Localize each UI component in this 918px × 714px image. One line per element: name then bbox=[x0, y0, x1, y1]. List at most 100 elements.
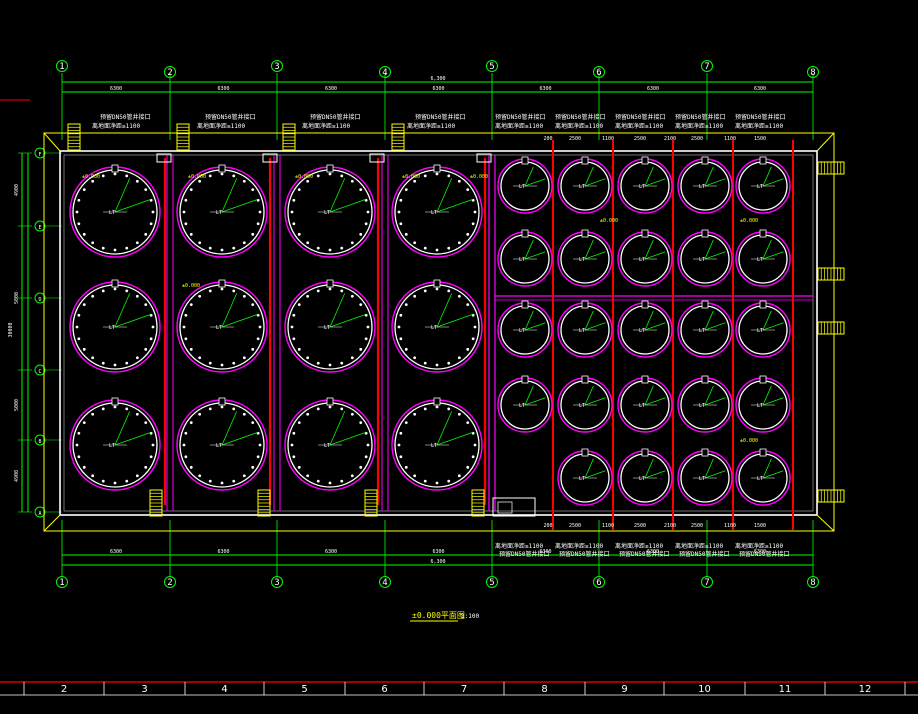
tank-ray bbox=[584, 458, 594, 479]
axis-label-bottom: 2 bbox=[167, 578, 172, 588]
tank-anchor-point bbox=[77, 222, 81, 226]
tank-anchor-point bbox=[198, 241, 202, 245]
tank-ray bbox=[584, 397, 606, 406]
tank-ray bbox=[436, 199, 473, 213]
tank-anchor-point bbox=[328, 481, 332, 485]
axis-bubble-top bbox=[807, 66, 819, 78]
tank-notch bbox=[701, 229, 709, 238]
tank-anchor-point bbox=[328, 172, 332, 176]
tank-anchor-point bbox=[135, 241, 139, 245]
tank-anchor-point bbox=[251, 303, 255, 307]
pipe-note: 离地面净距≥1100 bbox=[555, 122, 603, 130]
tank-anchor-point bbox=[297, 347, 301, 351]
pipe-note: 预留DN50管井接口 bbox=[310, 113, 360, 121]
tank: LT bbox=[557, 375, 613, 433]
tank: LT bbox=[557, 156, 613, 214]
tank-notch bbox=[521, 300, 529, 309]
tank: LT bbox=[497, 375, 553, 433]
tank-anchor-point bbox=[359, 188, 363, 192]
tank: LT bbox=[677, 156, 733, 214]
tank-anchor-point bbox=[251, 421, 255, 425]
tank-anchor-point bbox=[306, 179, 310, 183]
tank-label: LT bbox=[639, 184, 645, 190]
tank-ray bbox=[584, 251, 606, 260]
tank-anchor-point bbox=[435, 405, 439, 409]
pipe-note: 离地面净距≥1100 bbox=[495, 542, 543, 550]
tank-anchor-point bbox=[340, 246, 344, 250]
dim-right-top: 1500 bbox=[754, 136, 766, 142]
dim-right-top: 200 bbox=[543, 136, 552, 142]
pipe-note: 离地面净距≥1100 bbox=[615, 542, 663, 550]
tank-anchor-point bbox=[77, 431, 81, 435]
tank: LT bbox=[176, 397, 268, 491]
tank-anchor-point bbox=[457, 412, 461, 416]
axis-label-top: 1 bbox=[59, 62, 64, 72]
tank-ray bbox=[221, 411, 238, 446]
pipe-note: 预留DN50管井接口 bbox=[555, 113, 605, 121]
tank-anchor-point bbox=[306, 412, 310, 416]
tank-label: LT bbox=[109, 210, 115, 216]
dim-left: 4900 bbox=[14, 470, 20, 482]
tank-anchor-point bbox=[77, 313, 81, 317]
pipe-note: 离地面净距≥1100 bbox=[675, 122, 723, 130]
axis-label-bottom: 1 bbox=[59, 578, 64, 588]
tank: LT bbox=[557, 448, 613, 506]
dim-bottom-seg: 6300 bbox=[647, 549, 659, 555]
tank-notch bbox=[641, 156, 649, 165]
tank-anchor-point bbox=[328, 248, 332, 252]
tank-anchor-point bbox=[182, 325, 186, 329]
tank-anchor-point bbox=[189, 347, 193, 351]
tank-anchor-point bbox=[182, 443, 186, 447]
tank-anchor-point bbox=[435, 248, 439, 252]
tank-anchor-point bbox=[423, 289, 427, 293]
axis-label-bottom: 4 bbox=[382, 578, 387, 588]
tank-anchor-point bbox=[135, 474, 139, 478]
tank-anchor-point bbox=[292, 222, 296, 226]
dim-top-seg: 6300 bbox=[647, 86, 659, 92]
tank-anchor-point bbox=[125, 289, 129, 293]
tank-anchor-point bbox=[91, 474, 95, 478]
tank-notch bbox=[111, 397, 119, 406]
tank-anchor-point bbox=[251, 465, 255, 469]
tank-ray bbox=[762, 470, 784, 479]
tank-anchor-point bbox=[82, 303, 86, 307]
tank-anchor-point bbox=[423, 407, 427, 411]
tank-ray bbox=[329, 314, 366, 328]
tank-anchor-point bbox=[447, 479, 451, 483]
sump-box bbox=[369, 153, 385, 163]
tank-label: LT bbox=[519, 403, 525, 409]
tank-notch bbox=[433, 279, 441, 288]
tank: LT bbox=[497, 229, 553, 287]
tank-anchor-point bbox=[125, 361, 129, 365]
tank-ray bbox=[644, 251, 666, 260]
dim-bottom-seg: 6300 bbox=[754, 549, 766, 555]
inner-wall-2 bbox=[63, 154, 814, 512]
tank-ray bbox=[644, 458, 654, 479]
tank-anchor-point bbox=[328, 287, 332, 291]
axis-label-left: A bbox=[38, 511, 41, 517]
tank-anchor-point bbox=[297, 232, 301, 236]
tank-notch bbox=[111, 164, 119, 173]
tank-anchor-point bbox=[466, 421, 470, 425]
tank-ray bbox=[584, 310, 594, 331]
tank-anchor-point bbox=[457, 356, 461, 360]
tank-notch bbox=[641, 448, 649, 457]
tank: LT bbox=[69, 164, 161, 258]
ruler-number: 4 bbox=[221, 684, 227, 695]
pipe-note: 预留DN50管井接口 bbox=[415, 113, 465, 121]
tank: LT bbox=[557, 229, 613, 287]
tank-anchor-point bbox=[251, 188, 255, 192]
tank-notch bbox=[641, 300, 649, 309]
tank-ray bbox=[524, 166, 534, 187]
tank-ray bbox=[644, 239, 654, 260]
tank-anchor-point bbox=[208, 407, 212, 411]
ruler-number: 10 bbox=[698, 684, 711, 695]
pipe-note: 预留DN50管井接口 bbox=[205, 113, 255, 121]
tank-anchor-point bbox=[232, 407, 236, 411]
outer-outline bbox=[43, 132, 835, 532]
tank-anchor-point bbox=[292, 455, 296, 459]
tank-anchor-point bbox=[473, 210, 477, 214]
tank-anchor-point bbox=[251, 232, 255, 236]
inner-wall bbox=[59, 150, 818, 516]
dim-right-top: 1100 bbox=[602, 136, 614, 142]
